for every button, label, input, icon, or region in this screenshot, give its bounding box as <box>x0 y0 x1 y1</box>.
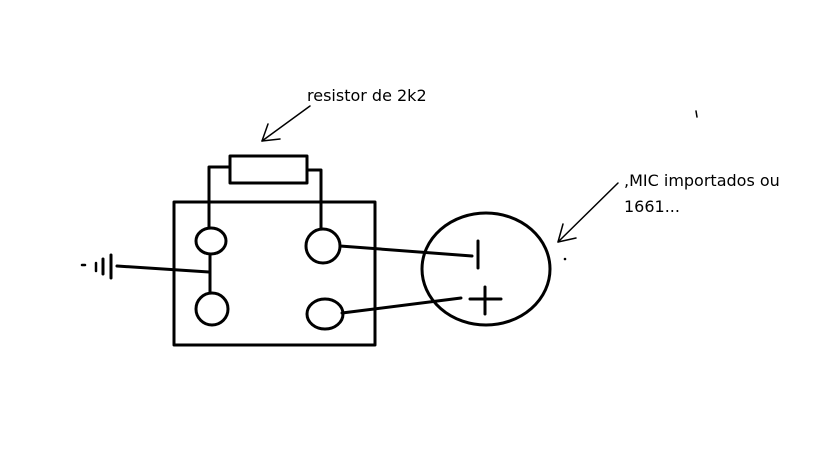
mic-arrow-icon <box>557 182 619 243</box>
wire-to-mic-negative <box>338 244 474 258</box>
pin-bottom-left <box>194 291 230 327</box>
resistor-label: resistor de 2k2 <box>307 86 427 105</box>
resistor-arrow-icon <box>261 105 311 142</box>
resistor-right-lead <box>305 168 323 231</box>
pin-top-left <box>194 226 228 256</box>
ground-symbol-icon <box>80 253 113 280</box>
resistor-left-lead <box>207 165 232 230</box>
wire-to-mic-positive <box>340 296 463 315</box>
mic-label-line-1: ,MIC importados ou <box>624 171 780 190</box>
stray-dot <box>563 257 567 261</box>
pin-top-right <box>304 227 342 265</box>
stray-mark <box>695 110 698 118</box>
microphone-capsule <box>420 211 552 327</box>
pin-bottom-right <box>305 297 345 331</box>
ground-wire <box>115 264 211 274</box>
connector-body <box>172 200 377 347</box>
mic-positive-mark <box>468 285 503 316</box>
resistor-body <box>228 154 309 185</box>
mic-label-line-2: 1661... <box>624 197 680 216</box>
